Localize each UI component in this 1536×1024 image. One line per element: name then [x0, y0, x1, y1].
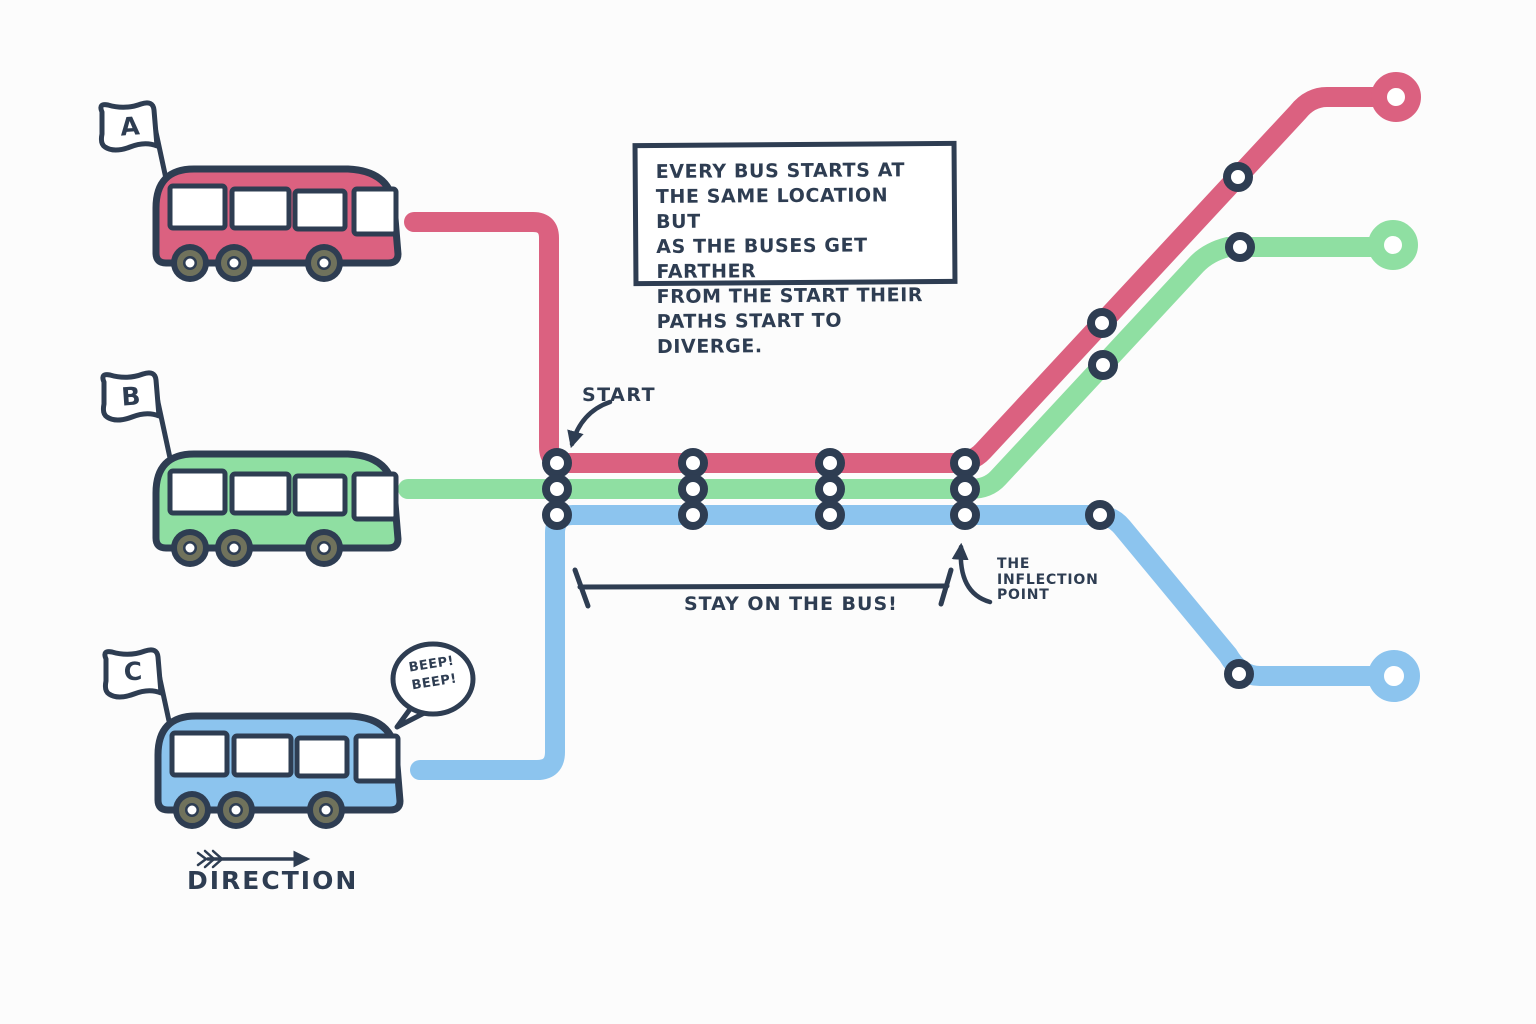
direction-arrow-icon [196, 849, 311, 869]
info-box-line: EVERY BUS STARTS AT [655, 159, 906, 183]
station-marker [1089, 504, 1111, 526]
inflection-point-label: THE INFLECTION POINT [997, 556, 1099, 604]
route-line-c-blue [410, 505, 1388, 780]
start-label: START [582, 384, 657, 406]
info-box-line: AS THE BUSES GET FARTHER [656, 234, 868, 283]
speech-bubble [390, 641, 476, 730]
route-line-a-pink [404, 87, 1392, 473]
station-marker [819, 504, 841, 526]
station-marker [954, 504, 976, 526]
station-marker [1091, 312, 1113, 334]
flag-b-label: B [120, 381, 142, 412]
station-marker [546, 478, 568, 500]
info-box-line: FROM THE START THEIR [656, 284, 924, 308]
info-box-line: PATHS START TO DIVERGE. [656, 309, 843, 358]
bus-b-icon [156, 454, 398, 567]
bus-c-icon [158, 716, 400, 829]
info-box-line: THE SAME LOCATION BUT [655, 184, 889, 233]
station-marker [954, 478, 976, 500]
station-marker [682, 504, 704, 526]
terminal-c-icon [1368, 650, 1420, 702]
station-marker [546, 504, 568, 526]
station-marker [682, 452, 704, 474]
inflection-label-line: THE [997, 556, 1031, 572]
flag-a-label: A [119, 111, 141, 142]
stay-on-the-bus-label: STAY ON THE BUS! [684, 593, 898, 615]
direction-label: DIRECTION [187, 866, 359, 895]
station-marker [1092, 354, 1114, 376]
station-marker [819, 478, 841, 500]
station-marker [546, 452, 568, 474]
stay-bracket [572, 567, 954, 609]
station-marker [682, 478, 704, 500]
station-marker [1227, 166, 1249, 188]
bus-a-icon [156, 169, 398, 282]
inflection-label-line: POINT [997, 587, 1050, 603]
inflection-label-line: INFLECTION [997, 571, 1099, 588]
terminal-b-icon [1368, 220, 1418, 270]
flag-c-label: C [123, 656, 143, 687]
station-marker [1228, 663, 1250, 685]
inflection-arrow-icon [951, 542, 993, 605]
info-box: EVERY BUS STARTS AT THE SAME LOCATION BU… [632, 140, 958, 358]
station-marker [954, 452, 976, 474]
station-marker [819, 452, 841, 474]
station-marker [1229, 236, 1251, 258]
start-arrow-icon [567, 399, 613, 449]
terminal-a-icon [1371, 72, 1421, 122]
